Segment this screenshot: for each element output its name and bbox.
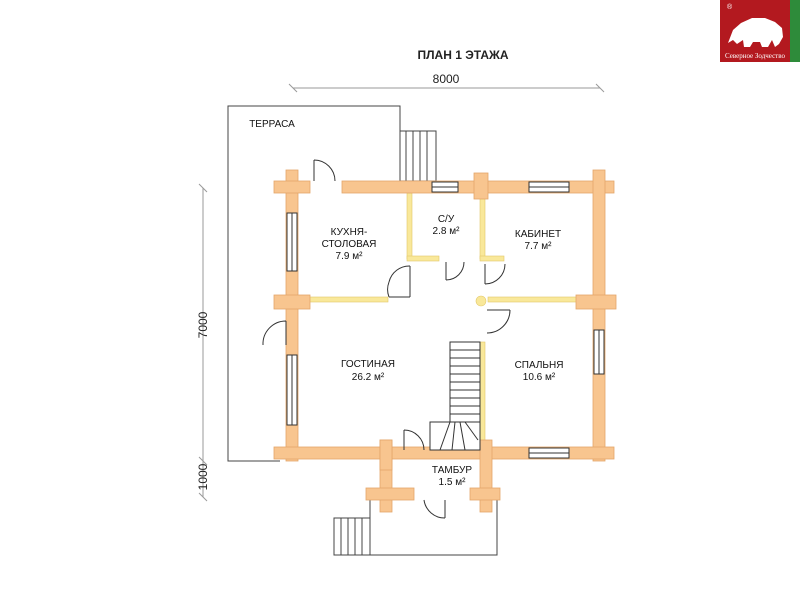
room-study-name: КАБИНЕТ — [515, 229, 561, 240]
room-study-area: 7.7 м² — [525, 241, 553, 252]
bear-icon — [728, 18, 783, 47]
brand-logo: ® Северное Зодчество — [720, 0, 800, 62]
room-kitchen-area: 7.9 м² — [336, 251, 364, 262]
room-tambur-area: 1.5 м² — [439, 477, 467, 488]
room-bathroom-area: 2.8 м² — [433, 226, 461, 237]
plan-title: ПЛАН 1 ЭТАЖА — [417, 48, 508, 62]
terrace-label: ТЕРРАСА — [249, 119, 295, 130]
room-tambur: ТАМБУР 1.5 м² — [432, 465, 472, 488]
dimension-height — [198, 183, 208, 502]
room-kitchen: КУХНЯ- СТОЛОВАЯ 7.9 м² — [322, 227, 377, 262]
registered-mark: ® — [727, 3, 733, 11]
room-living-name: ГОСТИНАЯ — [341, 359, 395, 370]
doors — [262, 159, 511, 519]
room-bedroom: СПАЛЬНЯ 10.6 м² — [515, 360, 564, 383]
room-bedroom-area: 10.6 м² — [523, 372, 556, 383]
room-bathroom-name: С/У — [438, 214, 455, 225]
room-kitchen-name: КУХНЯ- — [331, 227, 368, 238]
room-kitchen-name2: СТОЛОВАЯ — [322, 239, 377, 250]
windows — [286, 181, 605, 459]
interior-partitions — [300, 192, 583, 451]
terrace-outline — [227, 105, 401, 462]
room-study: КАБИНЕТ 7.7 м² — [515, 229, 561, 252]
staircase — [429, 341, 481, 451]
room-bathroom: С/У 2.8 м² — [433, 214, 461, 237]
room-tambur-name: ТАМБУР — [432, 465, 472, 476]
room-bedroom-name: СПАЛЬНЯ — [515, 360, 564, 371]
entrance-steps — [333, 488, 498, 556]
logo-text: Северное Зодчество — [725, 52, 786, 60]
room-living: ГОСТИНАЯ 26.2 м² — [341, 359, 395, 383]
room-living-area: 26.2 м² — [352, 372, 385, 383]
dimension-width — [288, 83, 605, 93]
terrace-steps — [399, 130, 437, 182]
dimension-width-label: 8000 — [433, 72, 460, 86]
dimension-height-label: 7000 — [196, 311, 210, 338]
dimension-extra-label: 1000 — [196, 463, 210, 490]
